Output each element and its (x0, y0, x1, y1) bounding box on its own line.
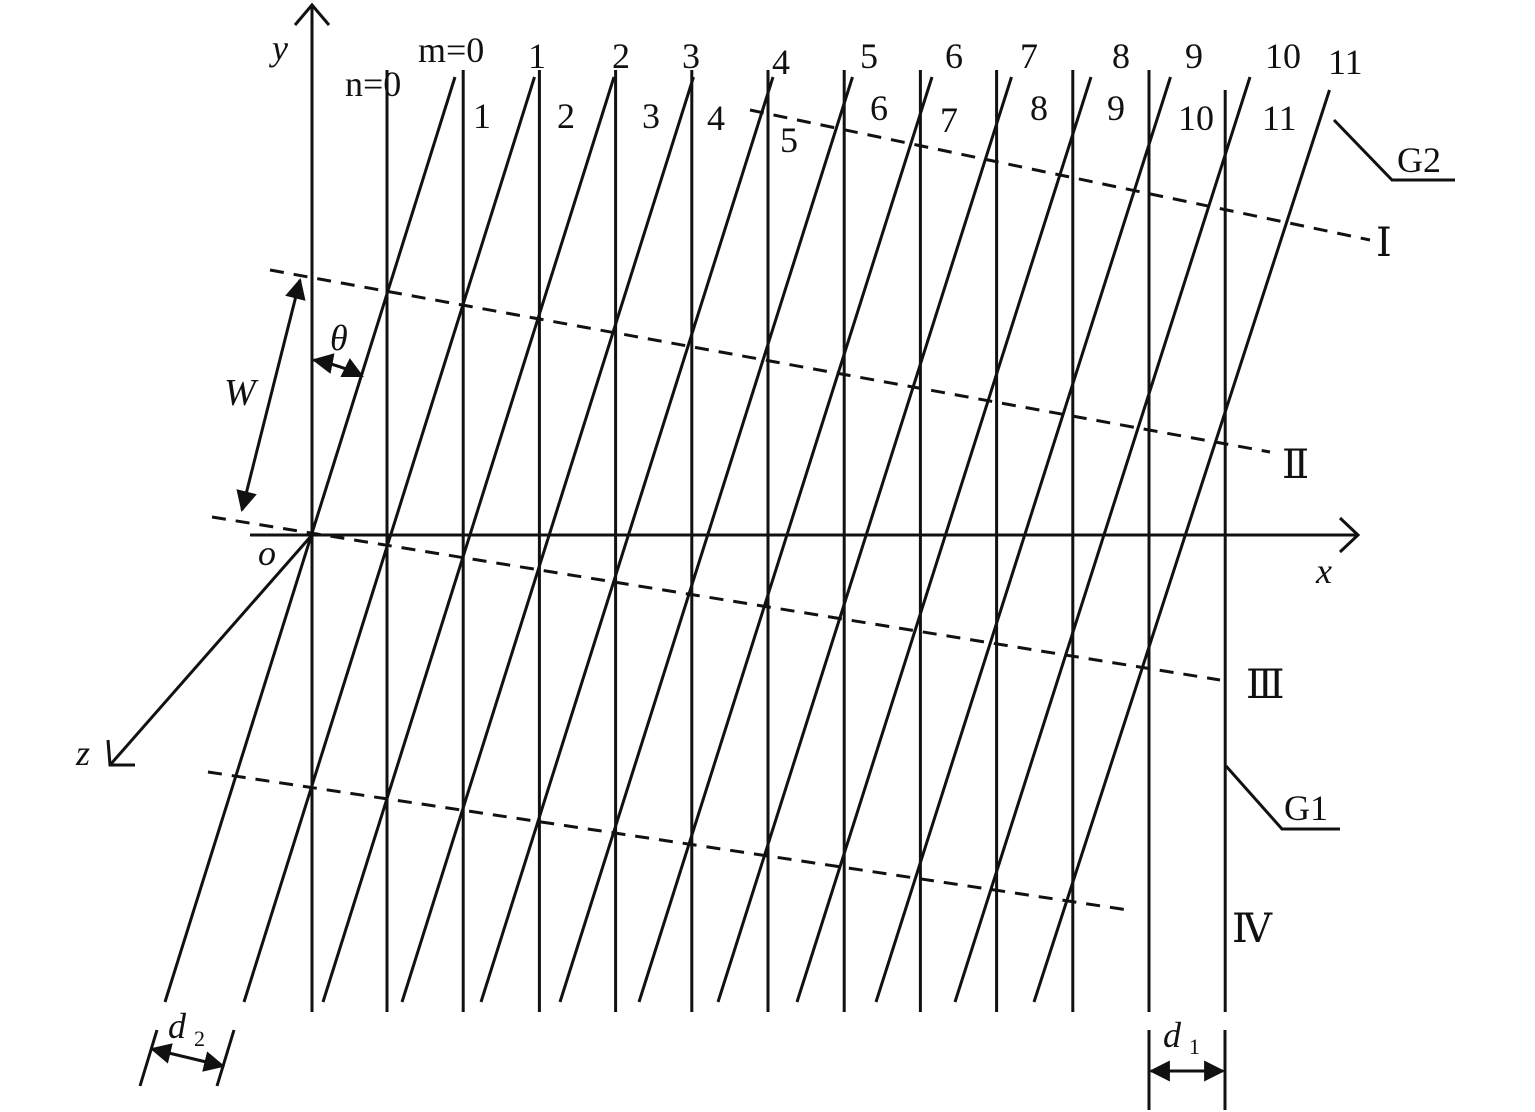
g2-line-8 (795, 76, 1093, 1003)
d1-label: d (1163, 1015, 1182, 1055)
g2-line-9 (874, 76, 1172, 1003)
g1-label: G1 (1284, 788, 1328, 828)
g2-label: G2 (1397, 140, 1441, 180)
m-index-label: 2 (612, 36, 630, 76)
m-index-label: 4 (772, 42, 790, 82)
d1-subscript: 1 (1189, 1034, 1200, 1059)
n-index-label: 11 (1262, 98, 1297, 138)
moire-fringe-lines (207, 108, 1371, 912)
x-axis-arrow-icon (1338, 516, 1361, 554)
g2-line-7 (716, 76, 1013, 1003)
m-index-label: 9 (1185, 36, 1203, 76)
g2-leader (1332, 118, 1455, 182)
region-label-3: Ⅲ (1246, 662, 1285, 707)
theta-arc (311, 353, 364, 378)
m-index-label: 6 (945, 36, 963, 76)
grating-g1-lines (385, 70, 1227, 1012)
n-index-label: 4 (707, 98, 725, 138)
g2-line-11 (1032, 89, 1331, 1003)
fringe-line-2 (269, 268, 1271, 454)
g2-line-6 (637, 76, 934, 1003)
region-label-2: Ⅱ (1282, 442, 1309, 487)
g1-leader (1224, 765, 1340, 831)
n-index-label: 7 (940, 100, 958, 140)
n-zero-label: n=0 (345, 64, 401, 104)
m-zero-label: m=0 (418, 30, 484, 70)
m-index-label: 5 (860, 36, 878, 76)
d2-label: d (168, 1006, 187, 1046)
n-index-label: 2 (557, 96, 575, 136)
m-index-label: 10 (1265, 36, 1301, 76)
fringe-line-1 (749, 108, 1371, 242)
n-index-label: 5 (780, 120, 798, 160)
d1-annotation: d 1 (1147, 1015, 1227, 1110)
m-index-label: 1 (528, 36, 546, 76)
n-index-label: 3 (642, 96, 660, 136)
g2-line-2 (321, 76, 616, 1003)
w-label: W (224, 372, 259, 414)
n-index-label: 9 (1107, 88, 1125, 128)
m-index-label: 8 (1112, 36, 1130, 76)
n-index-label: 8 (1030, 88, 1048, 128)
g2-line-10 (953, 76, 1252, 1003)
fringe-line-4 (207, 770, 1129, 912)
d2-annotation: d 2 (138, 1006, 236, 1087)
g2-line-5 (558, 76, 854, 1003)
width-annotation: W θ (224, 277, 364, 513)
d2-subscript: 2 (194, 1026, 205, 1051)
w-arrow (236, 277, 306, 513)
y-axis-arrow-icon (293, 2, 331, 26)
d2-extension-left (138, 1029, 159, 1087)
grating-g2-lines (163, 76, 1331, 1003)
grating-labels: G2 G1 (1224, 118, 1455, 831)
fringe-line-3 (211, 515, 1221, 682)
z-axis-arrow-icon (106, 739, 135, 767)
d2-extension-right (215, 1029, 236, 1087)
n-index-label: 6 (870, 88, 888, 128)
m-index-label: 11 (1328, 42, 1363, 82)
g2-line-3 (400, 76, 695, 1003)
d2-arrow (149, 1043, 226, 1072)
n-index-label: 1 (473, 96, 491, 136)
m-index-label: 3 (682, 36, 700, 76)
region-label-1: Ⅰ (1376, 220, 1392, 265)
region-label-4: Ⅳ (1232, 906, 1273, 951)
region-labels: Ⅰ Ⅱ Ⅲ Ⅳ (1232, 220, 1392, 951)
g2-line-1 (242, 76, 536, 1003)
n-index-label: 10 (1178, 98, 1214, 138)
m-index-label: 7 (1020, 36, 1038, 76)
z-axis-label: z (75, 733, 90, 773)
axes: y x z o (75, 2, 1361, 1012)
x-axis-label: x (1315, 551, 1332, 591)
g2-line-4 (479, 76, 775, 1003)
z-axis (108, 534, 314, 766)
origin-label: o (258, 533, 276, 573)
theta-label: θ (330, 318, 348, 358)
y-axis-label: y (269, 28, 288, 68)
